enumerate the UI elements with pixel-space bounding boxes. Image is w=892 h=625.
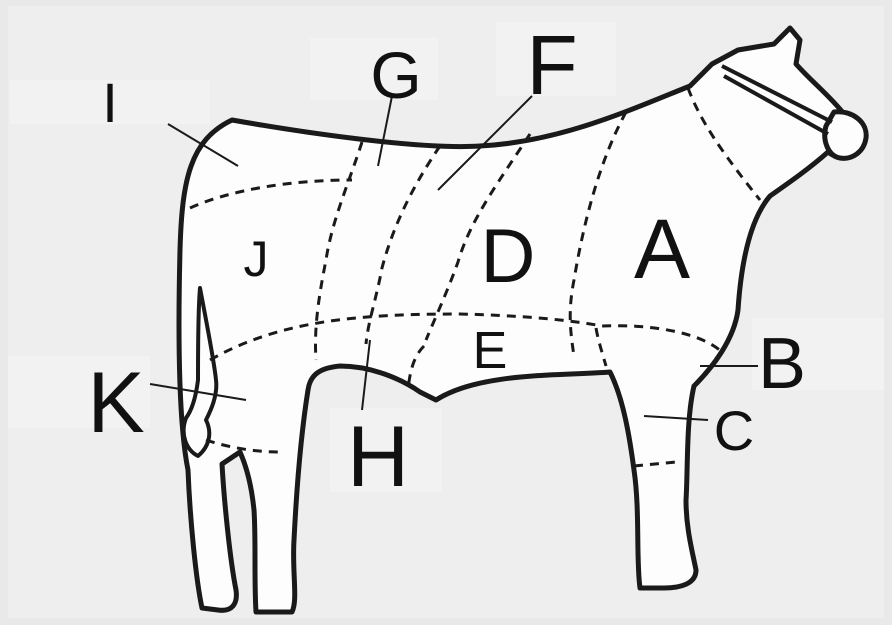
- label-h: H: [347, 409, 409, 505]
- label-c: C: [714, 399, 754, 462]
- cow-muzzle: [825, 112, 866, 159]
- label-k: K: [87, 355, 144, 451]
- label-j: J: [244, 231, 269, 287]
- label-i: I: [102, 71, 118, 134]
- label-e: E: [473, 322, 508, 380]
- label-b: B: [758, 324, 806, 404]
- label-d: D: [481, 214, 536, 299]
- label-g: G: [370, 38, 421, 112]
- label-f: F: [526, 18, 577, 112]
- label-a: A: [634, 202, 690, 296]
